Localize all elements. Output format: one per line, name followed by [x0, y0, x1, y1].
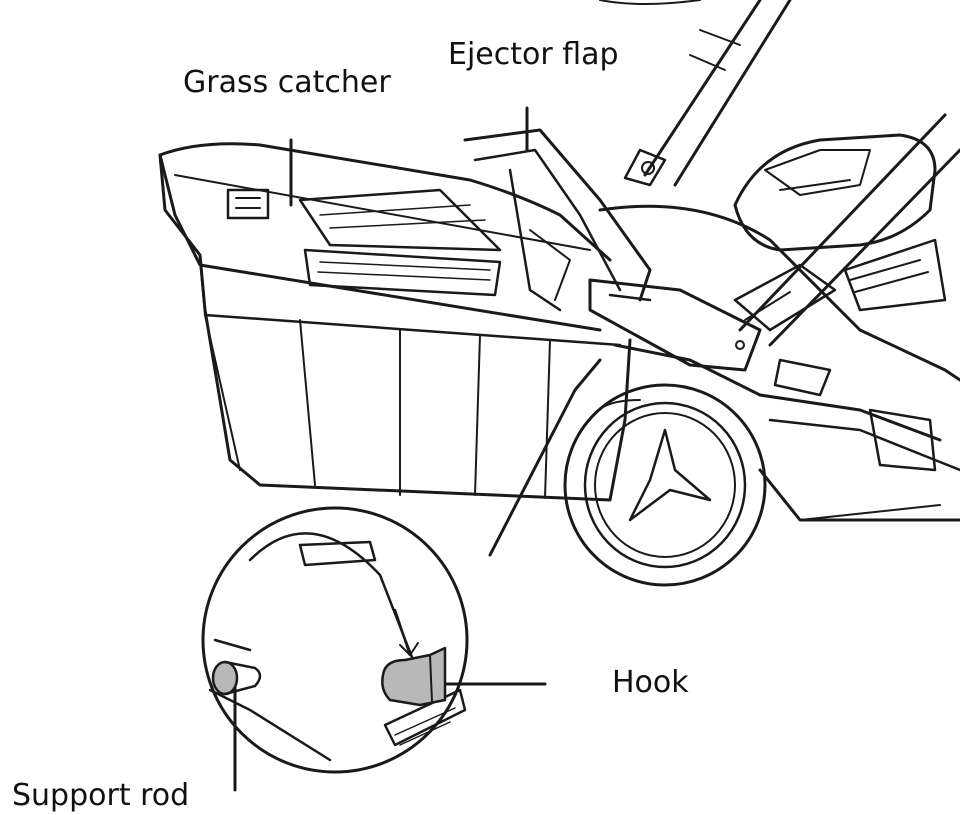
ejector-flap-label: Ejector flap [448, 37, 619, 72]
top-fragment [599, 0, 701, 5]
hook-drawing [381, 646, 447, 707]
grass-catcher-drawing [158, 142, 632, 502]
leader-lines [233, 106, 602, 792]
wheel [563, 383, 767, 587]
support-rod-label: Support rod [12, 778, 190, 813]
motor-housing [733, 133, 947, 312]
right-handle [733, 113, 960, 347]
upper-handle [623, 0, 792, 187]
grass-catcher-label: Grass catcher [183, 65, 391, 100]
leader-detail-circle [488, 358, 602, 557]
support-rod-drawing [211, 660, 262, 696]
ejector-flap-drawing [463, 128, 762, 372]
hook-label: Hook [612, 665, 689, 700]
mower-deck [598, 204, 960, 522]
detail-circle [201, 506, 469, 774]
